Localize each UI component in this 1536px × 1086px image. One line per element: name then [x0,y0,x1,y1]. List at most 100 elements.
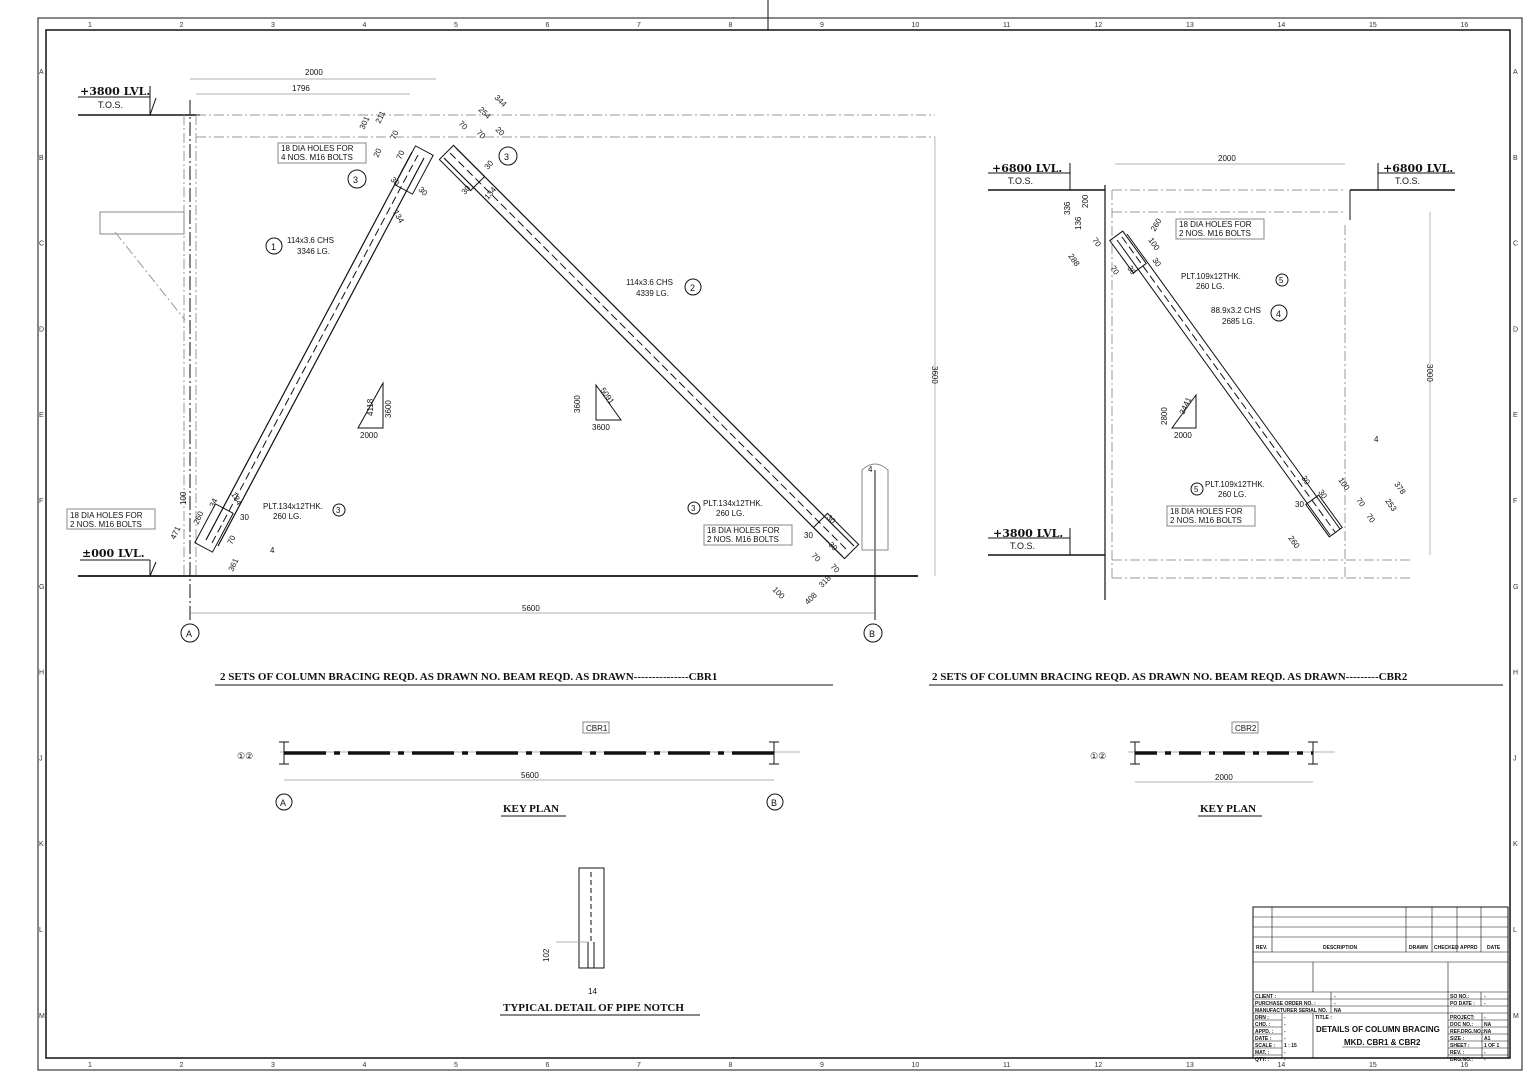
grid-column-label: 2 [180,1062,184,1069]
grid-row-label: G [39,584,44,591]
member2-size: 114x3.6 CHS [626,278,673,287]
slope1-rise: 3600 [384,400,393,418]
dim-label: 70 [1364,512,1377,525]
grid-column-label: 16 [1461,22,1469,29]
dim-label: 20 [372,146,384,158]
grid-column-label: 9 [820,1062,824,1069]
key-plan-title: KEY PLAN [1200,803,1256,815]
slope1-hyp: 4118 [366,398,375,416]
member4-length: 2685 LG. [1222,317,1255,326]
title-block-field-value: NA [1484,1022,1492,1028]
po-date-label: PO DATE : [1450,1001,1475,1007]
dim-label: 260 [1286,534,1301,551]
dim-label: 100 [1146,236,1161,253]
grid-row-label: A [39,69,44,76]
grid-bubble-b [863,623,883,643]
cbr2-holes-note-bottom: 18 DIA HOLES FOR [1170,507,1243,516]
grid-column-label: 9 [820,22,824,29]
holes-note-left-line2: 2 NOS. M16 BOLTS [70,520,142,529]
title-block-field-value: A1 [1484,1036,1491,1042]
grid-row-label: K [1513,841,1518,848]
slope-triangle-2 [595,383,622,421]
dim-label: 100 [1336,476,1351,493]
brace-member-4 [1109,230,1343,538]
dim-label: 200 [1081,194,1090,208]
weld-symbol: 4 [868,465,873,474]
dim-label: 344 [493,93,509,109]
grid-row-label: J [1513,755,1517,762]
grid-column-label: 10 [912,1062,920,1069]
title-block-field-label: REV. : [1450,1050,1465,1056]
cbr2-plate-top-size: PLT.109x12THK. [1181,272,1241,281]
cbr2-plate-bottom-length: 260 LG. [1218,490,1246,499]
mfg-label: MANUFACTURER SERIAL NO. [1255,1008,1328,1014]
grid-row-label: K [39,841,44,848]
cbr2-level-bottom: +3800 LVL. [993,527,1063,540]
key-plan-tag: CBR2 [1235,724,1257,733]
grid-column-label: 2 [180,22,184,29]
key-plan-dim: 2000 [1215,773,1233,782]
mark-4: 4 [1276,309,1281,319]
grid-row-label: M [39,1013,45,1020]
title-block-field-value: - [1284,1015,1286,1021]
grid-column-label: 15 [1369,1062,1377,1069]
holes-note-right-line2: 2 NOS. M16 BOLTS [707,535,779,544]
cbr2-holes-note-top: 18 DIA HOLES FOR [1179,220,1252,229]
key-plan-dim: 5600 [521,771,539,780]
mark-3: 3 [504,152,509,162]
title-block-field-value: - [1284,1057,1286,1063]
cbr2-level-top-sub: T.O.S. [1395,176,1420,186]
dim-label: 134 [391,209,406,226]
grid-column-label: 13 [1186,22,1194,29]
po-value: - [1334,1001,1336,1007]
holes-note-top: 18 DIA HOLES FOR [281,144,354,153]
slope2-hyp: 5091 [598,386,616,406]
plate-right-size: PLT.134x12THK. [703,499,763,508]
plate-left-size: PLT.134x12THK. [263,502,323,511]
dim-label: 361 [227,556,241,572]
title-block-field-label: DOC NO.: [1450,1022,1473,1028]
cbr1-level-top: +3800 LVL. [80,85,150,98]
po-label: PURCHASE ORDER NO. : [1255,1001,1316,1007]
dim-label: 260 [192,509,206,525]
so-no-label: SO NO.: [1450,994,1470,1000]
grid-column-label: 11 [1003,1062,1010,1069]
cbr2-elevation: +6800 LVL. T.O.S. +6800 LVL. T.O.S. +380… [929,154,1503,686]
dim-label: 70 [395,148,407,160]
brace-member-2 [438,144,860,560]
dim-label: 70 [829,562,842,575]
grid-column-label: 10 [912,22,920,29]
grid-column-label: 6 [546,1062,550,1069]
mark-3: 3 [336,506,341,515]
grid-column-label: 3 [271,22,275,29]
dim-label: 30 [240,513,249,522]
title-block-field-value: - [1284,1029,1286,1035]
member1-size: 114x3.6 CHS [287,236,334,245]
client-label: CLIENT : [1255,994,1276,1000]
title-block-field-label: DRN : [1255,1015,1269,1021]
title-label: TITLE : [1315,1015,1332,1021]
key-plan-cbr1: ①② CBR1 5600 A B KEY PLAN [237,721,800,817]
dim-label: 471 [169,524,183,540]
cbr2-level-top-left: +6800 LVL. [992,162,1062,175]
cbr2-dim-2000: 2000 [1218,154,1236,163]
key-plan-marks: ①② [1090,751,1106,761]
grid-row-label: A [1513,69,1518,76]
cbr1-level-bottom: ±000 LVL. [82,547,145,560]
dim-label: 408 [803,590,819,606]
title-block: REV. DESCRIPTION DRAWN CHECKED APPRD DAT… [1252,906,1509,1063]
member2-length: 4339 LG. [636,289,669,298]
dim-label: 70 [457,119,470,132]
grid-column-label: 8 [729,22,733,29]
cbr2-holes-note-bottom-line2: 2 NOS. M16 BOLTS [1170,516,1242,525]
grid-column-label: 13 [1186,1062,1194,1069]
cbr2-plate-bottom-size: PLT.109x12THK. [1205,480,1265,489]
outer-border [37,17,1523,1071]
drawing-title: DETAILS OF COLUMN BRACING [1316,1025,1440,1034]
dim-label: 30 [1150,256,1163,269]
weld-symbol: 4 [270,546,275,555]
cbr2-level-bottom-sub: T.O.S. [1010,541,1035,551]
cbr2-slope-run: 2000 [1174,431,1192,440]
dim-label: 288 [1066,252,1081,269]
grid-column-label: 7 [637,22,641,29]
